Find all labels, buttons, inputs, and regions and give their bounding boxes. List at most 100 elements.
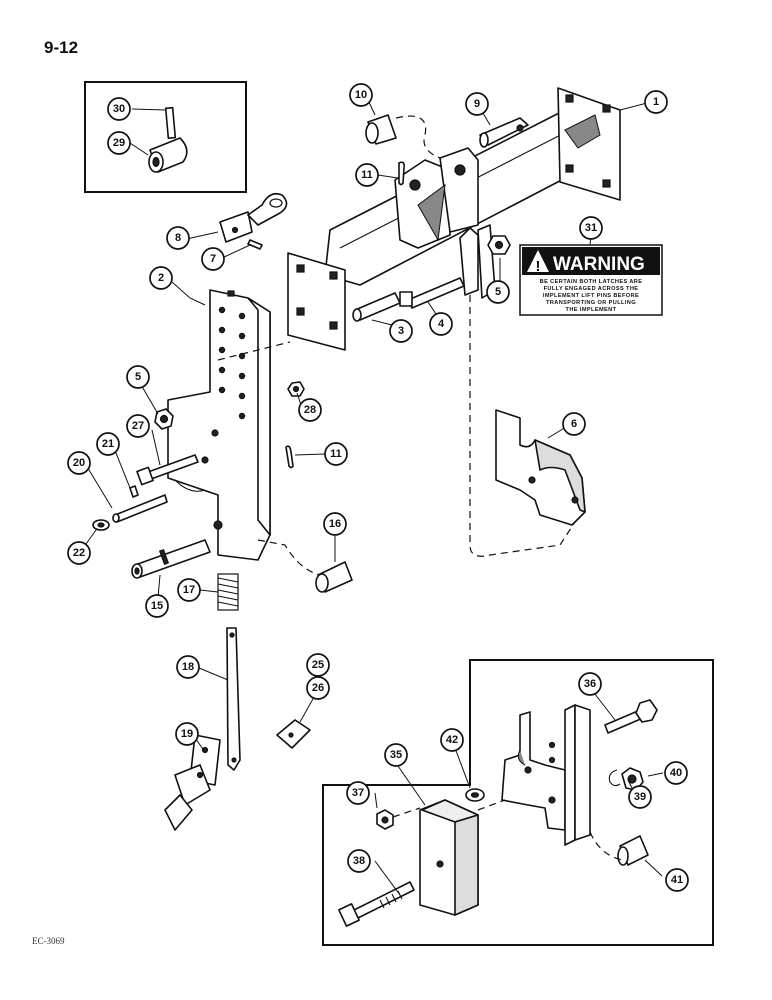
svg-text:5: 5 [135, 371, 141, 383]
svg-text:3: 3 [398, 325, 404, 337]
inset-box-pin-and-bushing [84, 81, 247, 193]
hitch-bar-assembly [287, 87, 621, 351]
control-rod [226, 627, 241, 771]
actuator-bracket [164, 734, 221, 831]
page-number: 9-12 [44, 38, 79, 57]
svg-text:11: 11 [330, 448, 342, 460]
callout-16: 16 [323, 512, 347, 536]
spring [217, 573, 239, 611]
callout-11-top: 11 [355, 163, 379, 187]
callout-40: 40 [664, 761, 688, 785]
callout-37: 37 [346, 781, 370, 805]
svg-text:21: 21 [102, 438, 114, 450]
callout-41: 41 [665, 868, 689, 892]
svg-text:4: 4 [438, 318, 445, 330]
bushing-16 [315, 561, 353, 593]
callout-22: 22 [67, 541, 91, 565]
callout-36: 36 [578, 672, 602, 696]
svg-text:26: 26 [312, 682, 324, 694]
callout-3: 3 [389, 319, 413, 343]
svg-text:42: 42 [446, 734, 458, 746]
assembly-path [469, 295, 576, 557]
svg-text:25: 25 [312, 659, 324, 671]
callout-31: 31 [579, 216, 603, 240]
svg-text:16: 16 [329, 518, 341, 530]
svg-text:20: 20 [73, 457, 85, 469]
bushing-and-cotter-pin [365, 114, 441, 186]
svg-text:1: 1 [653, 96, 659, 108]
pin-and-washer [92, 485, 168, 531]
svg-text:7: 7 [210, 253, 216, 265]
callout-26: 26 [306, 676, 330, 700]
callout-5-left: 5 [126, 365, 150, 389]
svg-text:35: 35 [390, 749, 402, 761]
svg-text:36: 36 [584, 678, 596, 690]
callout-5-right: 5 [486, 280, 510, 304]
svg-text:30: 30 [113, 103, 125, 115]
svg-text:37: 37 [352, 787, 364, 799]
svg-text:22: 22 [73, 547, 85, 559]
svg-text:6: 6 [571, 418, 577, 430]
svg-text:31: 31 [585, 222, 597, 234]
svg-text:2: 2 [158, 272, 164, 284]
nut-and-cotter-pin [285, 381, 305, 469]
callout-38: 38 [347, 849, 371, 873]
svg-text:5: 5 [495, 286, 501, 298]
warning-line-4: TRANSPORTING OR PULLING [546, 300, 636, 306]
callout-39: 39 [628, 785, 652, 809]
svg-text:18: 18 [182, 661, 194, 673]
svg-text:10: 10 [355, 89, 367, 101]
callout-29: 29 [107, 131, 131, 155]
warning-line-3: IMPLEMENT LIFT PINS BEFORE [543, 293, 639, 299]
hook-plate [495, 409, 586, 526]
callout-6: 6 [562, 412, 586, 436]
callout-27: 27 [126, 414, 150, 438]
decal-tag [276, 719, 311, 749]
warning-line-2: FULLY ENGAGED ACROSS THE [544, 286, 639, 292]
svg-text:15: 15 [151, 600, 163, 612]
callout-15: 15 [145, 594, 169, 618]
figure-code: EC-3069 [32, 936, 65, 946]
svg-text:38: 38 [353, 855, 365, 867]
svg-text:11: 11 [361, 169, 373, 181]
callout-18: 18 [176, 655, 200, 679]
svg-text:27: 27 [132, 420, 144, 432]
callout-28: 28 [298, 398, 322, 422]
bolt-27 [136, 454, 199, 486]
latch-bracket [167, 289, 321, 576]
latch-pin-15 [131, 539, 211, 579]
svg-text:29: 29 [113, 137, 125, 149]
svg-text:39: 39 [634, 791, 646, 803]
callout-25: 25 [306, 653, 330, 677]
warning-line-5: THE IMPLEMENT [566, 307, 617, 313]
callout-7: 7 [201, 247, 225, 271]
callout-4: 4 [429, 312, 453, 336]
callout-42: 42 [440, 728, 464, 752]
callout-11-mid: 11 [324, 442, 348, 466]
warning-heading: WARNING [553, 254, 645, 275]
svg-text:17: 17 [183, 584, 195, 596]
inset-box-latch-assembly [322, 659, 714, 946]
svg-text:40: 40 [670, 767, 682, 779]
svg-text:9: 9 [474, 98, 480, 110]
warning-line-1: BE CERTAIN BOTH LATCHES ARE [540, 279, 643, 285]
callout-9: 9 [465, 92, 489, 116]
svg-text:!: ! [536, 258, 541, 275]
callout-19: 19 [175, 722, 199, 746]
svg-text:28: 28 [304, 404, 316, 416]
callout-35: 35 [384, 743, 408, 767]
callout-8: 8 [166, 226, 190, 250]
callout-20: 20 [67, 451, 91, 475]
callout-17: 17 [177, 578, 201, 602]
svg-text:19: 19 [181, 728, 193, 740]
svg-text:41: 41 [671, 874, 683, 886]
warning-decal: ! WARNING BE CERTAIN BOTH LATCHES ARE FU… [519, 244, 663, 316]
callout-21: 21 [96, 432, 120, 456]
callout-30: 30 [107, 97, 131, 121]
callout-10: 10 [349, 83, 373, 107]
svg-text:8: 8 [175, 232, 181, 244]
callout-2: 2 [149, 266, 173, 290]
eyebolt-and-pin [219, 192, 288, 250]
callout-1: 1 [644, 90, 668, 114]
